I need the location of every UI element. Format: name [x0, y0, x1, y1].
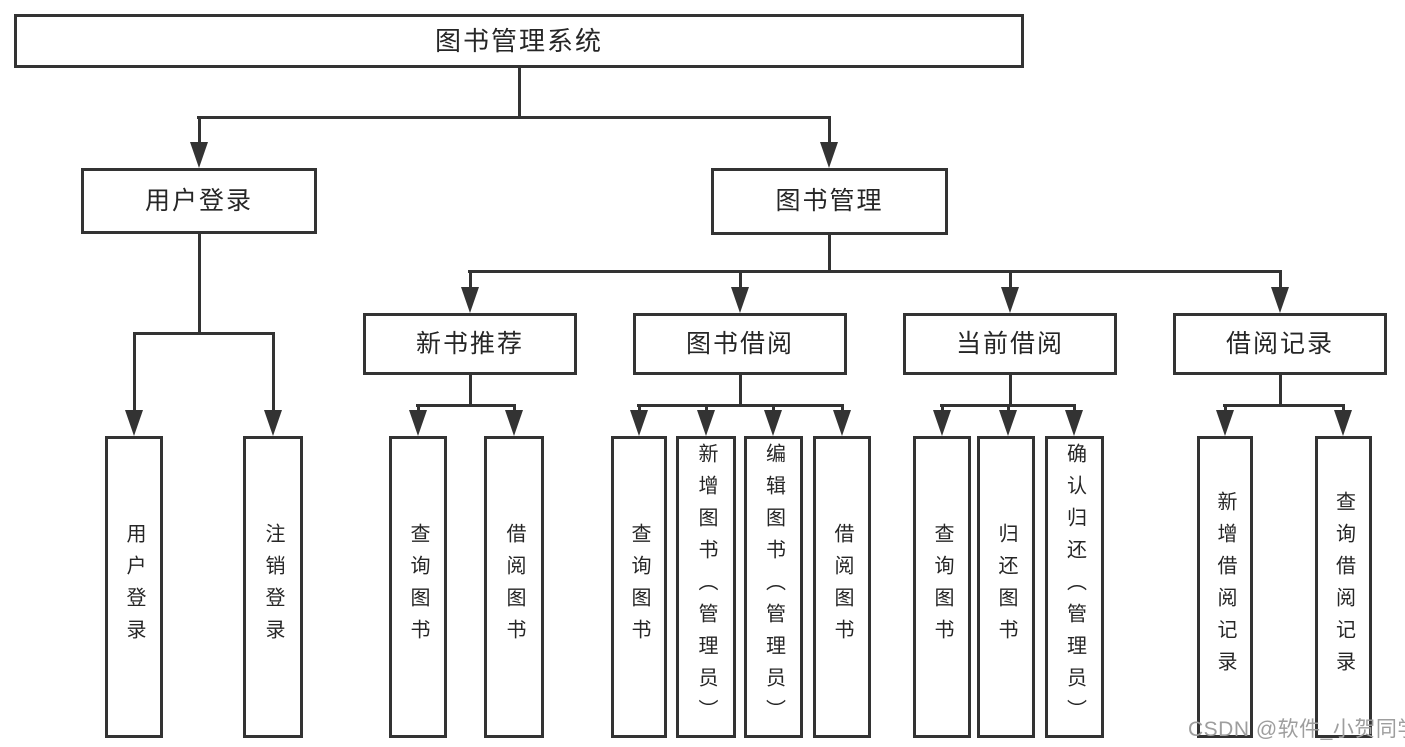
connector-line: [417, 404, 420, 412]
watermark: CSDN @软件_小贺同学: [1188, 718, 1405, 741]
node-label: 新增借阅记录: [1214, 491, 1236, 683]
node-label: 借阅记录: [1225, 329, 1334, 358]
leaf-user-login: 用户登录: [105, 436, 163, 738]
connector-line: [1007, 404, 1010, 412]
connector-line: [468, 270, 1282, 273]
arrow-down-icon: [264, 410, 282, 436]
arrow-down-icon: [409, 410, 427, 436]
node-user-login: 用户登录: [81, 168, 317, 234]
connector-line: [1073, 404, 1076, 412]
arrow-down-icon: [190, 142, 208, 168]
arrow-down-icon: [764, 410, 782, 436]
arrow-down-icon: [1065, 410, 1083, 436]
arrow-down-icon: [630, 410, 648, 436]
node-label: 查询图书: [628, 523, 650, 651]
node-label: 借阅图书: [503, 523, 525, 651]
node-label: 新书推荐: [415, 329, 524, 358]
node-label: 借阅图书: [831, 523, 853, 651]
node-label: 新增图书（管理员）: [695, 443, 717, 731]
node-label: 图书管理: [775, 187, 884, 215]
connector-line: [1224, 404, 1227, 412]
node-label: 用户登录: [144, 186, 253, 215]
arrow-down-icon: [1334, 410, 1352, 436]
connector-line: [272, 332, 275, 411]
leaf-cb-confirm-return: 确认归还（管理员）: [1045, 436, 1104, 738]
leaf-cb-return-books: 归还图书: [977, 436, 1035, 738]
node-label: 当前借阅: [955, 329, 1064, 358]
connector-line: [133, 332, 136, 411]
leaf-logout: 注销登录: [243, 436, 303, 738]
node-label: 图书管理系统: [434, 26, 603, 56]
connector-line: [941, 404, 944, 412]
arrow-down-icon: [820, 142, 838, 168]
node-label: 查询图书: [931, 523, 953, 651]
connector-line: [197, 116, 831, 119]
connector-line: [1342, 404, 1345, 412]
leaf-cb-query-books: 查询图书: [913, 436, 971, 738]
connector-line: [841, 404, 844, 412]
connector-line: [739, 270, 742, 287]
arrow-down-icon: [1001, 287, 1019, 313]
arrow-down-icon: [833, 410, 851, 436]
arrow-down-icon: [933, 410, 951, 436]
connector-line: [828, 116, 831, 144]
leaf-nb-borrow-books: 借阅图书: [484, 436, 544, 738]
arrow-down-icon: [731, 287, 749, 313]
node-current-borrowing: 当前借阅: [903, 313, 1117, 375]
leaf-br-query-record: 查询借阅记录: [1315, 436, 1372, 738]
connector-line: [518, 68, 521, 118]
leaf-bb-borrow-books: 借阅图书: [813, 436, 871, 738]
arrow-down-icon: [1271, 287, 1289, 313]
node-label: 图书借阅: [685, 329, 794, 358]
connector-line: [133, 332, 274, 335]
connector-line: [828, 235, 831, 273]
connector-line: [416, 404, 516, 407]
arrow-down-icon: [1216, 410, 1234, 436]
node-label: 确认归还（管理员）: [1063, 443, 1086, 731]
node-label: 查询图书: [407, 523, 429, 651]
node-new-book-recommendation: 新书推荐: [363, 313, 577, 375]
connector-line: [513, 404, 516, 412]
arrow-down-icon: [505, 410, 523, 436]
node-label: 归还图书: [995, 523, 1017, 651]
connector-line: [772, 404, 775, 412]
node-borrowing-records: 借阅记录: [1173, 313, 1387, 375]
connector-line: [198, 234, 201, 334]
connector-line: [469, 375, 472, 407]
leaf-bb-add-books: 新增图书（管理员）: [676, 436, 736, 738]
node-root: 图书管理系统: [14, 14, 1024, 68]
connector-line: [1279, 375, 1282, 407]
arrow-down-icon: [999, 410, 1017, 436]
leaf-br-add-record: 新增借阅记录: [1197, 436, 1253, 738]
node-label: 编辑图书（管理员）: [762, 443, 785, 731]
node-book-borrowing: 图书借阅: [633, 313, 847, 375]
connector-line: [1279, 270, 1282, 287]
node-label: 注销登录: [262, 523, 284, 651]
arrow-down-icon: [461, 287, 479, 313]
leaf-nb-query-books: 查询图书: [389, 436, 447, 738]
arrow-down-icon: [125, 410, 143, 436]
connector-line: [637, 404, 844, 407]
connector-line: [705, 404, 708, 412]
node-label: 查询借阅记录: [1332, 491, 1355, 683]
leaf-bb-edit-books: 编辑图书（管理员）: [744, 436, 803, 738]
connector-line: [638, 404, 641, 412]
connector-line: [469, 270, 472, 287]
connector-line: [1009, 375, 1012, 407]
leaf-bb-query-books: 查询图书: [611, 436, 667, 738]
connector-line: [739, 375, 742, 407]
connector-line: [198, 116, 201, 144]
connector-line: [1009, 270, 1012, 287]
node-book-management: 图书管理: [711, 168, 948, 235]
node-label: 用户登录: [123, 523, 145, 651]
arrow-down-icon: [697, 410, 715, 436]
connector-line: [1223, 404, 1345, 407]
